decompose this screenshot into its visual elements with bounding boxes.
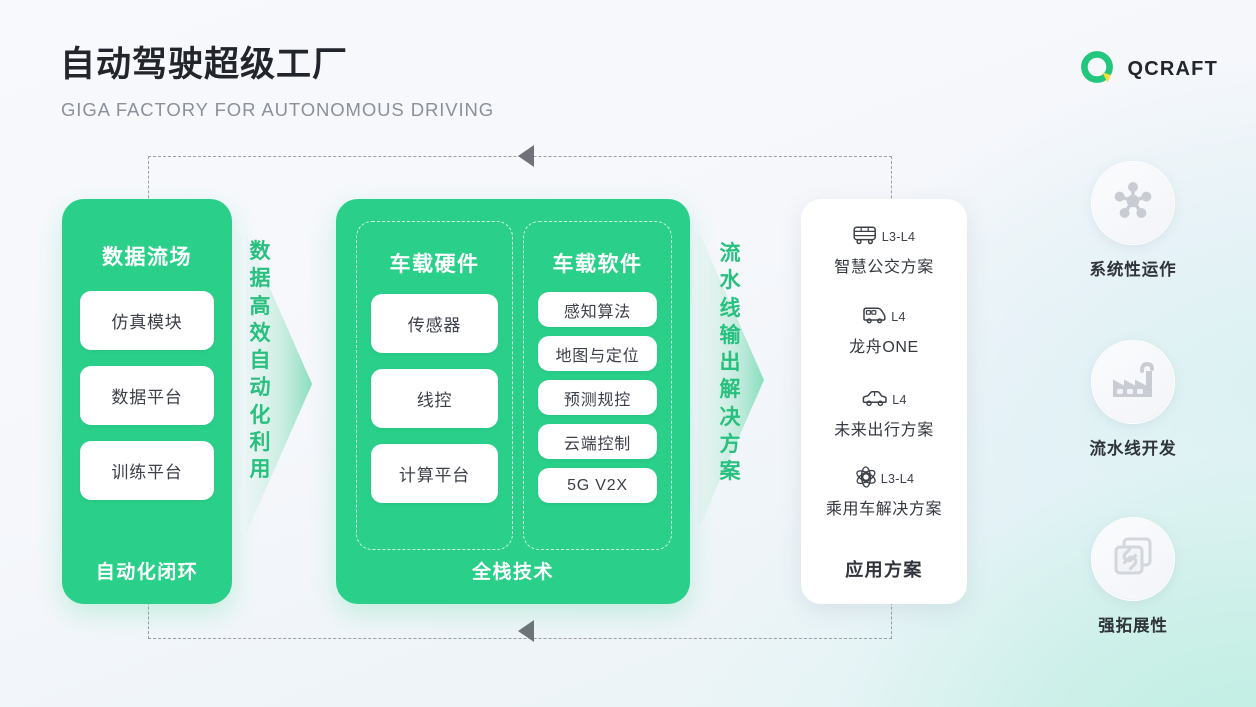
application-solutions-card[interactable]: L3-L4 智慧公交方案 L4 龙舟ONE <box>801 199 967 604</box>
list-item[interactable]: 训练平台 <box>80 441 214 500</box>
feature-pipeline-development[interactable]: 流水线开发 <box>1059 340 1207 459</box>
connector-left-label: 数 据 高 效 自 动 化 利 用 <box>243 238 277 484</box>
list-item[interactable]: 地图与定位 <box>538 336 657 371</box>
feature-label: 系统性运作 <box>1089 261 1177 279</box>
connector-left-char: 据 <box>249 267 271 291</box>
list-item[interactable]: 线控 <box>371 369 498 428</box>
list-item[interactable]: 预测规控 <box>538 380 657 415</box>
connector-left-char: 数 <box>249 240 271 263</box>
connector-right-char: 水 <box>719 269 741 293</box>
vehicle-hardware-title: 车载硬件 <box>389 253 480 276</box>
feature-icon-circle <box>1091 161 1175 245</box>
vehicle-software-title: 车载软件 <box>552 253 643 276</box>
vehicle-software-item-list: 感知算法 地图与定位 预测规控 云端控制 5G V2X <box>538 292 657 503</box>
list-item[interactable]: 云端控制 <box>538 424 657 459</box>
feature-label: 流水线开发 <box>1089 440 1177 458</box>
list-item[interactable]: 计算平台 <box>371 444 498 503</box>
application-solutions-footer: 应用方案 <box>845 560 923 580</box>
page-title: 自动驾驶超级工厂 <box>60 45 349 84</box>
brand-name: QCRAFT <box>1127 57 1218 80</box>
connector-right-label: 流 水 线 输 出 解 决 方 案 <box>713 240 747 486</box>
vehicle-hardware-group: 车载硬件 传感器 线控 计算平台 <box>356 221 513 550</box>
connector-right-char: 解 <box>719 378 741 402</box>
connector-right-char: 线 <box>719 296 741 320</box>
solution-label: 未来出行方案 <box>834 422 934 439</box>
data-field-item-list: 仿真模块 数据平台 训练平台 <box>80 291 214 500</box>
feature-icon-circle <box>1091 517 1175 601</box>
connector-right-char: 方 <box>719 433 741 457</box>
connector-left-char: 利 <box>249 431 271 455</box>
solution-label: 龙舟ONE <box>849 339 919 356</box>
feedback-arrow-top-icon <box>518 145 534 167</box>
network-hub-icon <box>1110 178 1156 229</box>
connector-left-char: 自 <box>249 349 271 373</box>
minibus-icon <box>862 305 888 330</box>
atom-icon <box>854 465 878 493</box>
data-field-title: 数据流场 <box>102 246 192 269</box>
connector-left-char: 效 <box>249 321 271 345</box>
linked-cards-icon <box>1110 534 1156 585</box>
feature-label: 强拓展性 <box>1098 617 1168 635</box>
connector-left-chevron-icon <box>240 234 318 534</box>
qcraft-q-icon <box>1080 50 1118 88</box>
connector-right-char: 决 <box>719 405 741 429</box>
data-field-footer: 自动化闭环 <box>95 562 199 583</box>
solution-item[interactable]: L4 龙舟ONE <box>801 305 967 357</box>
list-item[interactable]: 仿真模块 <box>80 291 214 350</box>
connector-right-char: 出 <box>719 351 741 375</box>
page-subtitle: GIGA FACTORY FOR AUTONOMOUS DRIVING <box>61 99 495 120</box>
solution-label: 智慧公交方案 <box>834 259 934 276</box>
factory-icon <box>1109 359 1157 406</box>
solution-item[interactable]: L4 未来出行方案 <box>801 388 967 440</box>
solution-level-badge: L4 <box>892 393 907 407</box>
solution-icon-row: L4 <box>801 305 967 329</box>
list-item[interactable]: 数据平台 <box>80 366 214 425</box>
solution-icon-row: L3-L4 <box>801 465 967 493</box>
solution-level-badge: L3-L4 <box>880 472 915 486</box>
brand-logo: QCRAFT <box>1080 50 1218 88</box>
vehicle-software-group: 车载软件 感知算法 地图与定位 预测规控 云端控制 5G V2X <box>523 221 672 550</box>
solution-level-badge: L4 <box>891 310 906 324</box>
connector-right-char: 输 <box>719 323 741 347</box>
solution-item[interactable]: L3-L4 乘用车解决方案 <box>801 465 967 519</box>
list-item[interactable]: 5G V2X <box>538 468 657 503</box>
full-stack-tech-panel[interactable]: 车载硬件 传感器 线控 计算平台 车载软件 感知算法 地图与定位 预测规控 云端… <box>336 199 690 604</box>
car-icon <box>861 388 889 413</box>
bus-icon <box>853 225 879 250</box>
connector-left-char: 动 <box>249 376 271 400</box>
solution-level-badge: L3-L4 <box>881 230 916 244</box>
vehicle-hardware-item-list: 传感器 线控 计算平台 <box>371 294 498 503</box>
connector-right-chevron-icon <box>692 230 770 530</box>
solution-icon-row: L4 <box>801 388 967 412</box>
connector-left-char: 用 <box>249 458 271 482</box>
data-field-panel[interactable]: 数据流场 仿真模块 数据平台 训练平台 自动化闭环 <box>62 199 232 604</box>
feature-systematic-operation[interactable]: 系统性运作 <box>1059 161 1207 280</box>
list-item[interactable]: 传感器 <box>371 294 498 353</box>
solution-item[interactable]: L3-L4 智慧公交方案 <box>801 225 967 277</box>
connector-right-char: 流 <box>719 242 741 265</box>
feature-icon-circle <box>1091 340 1175 424</box>
full-stack-tech-footer: 全栈技术 <box>471 562 554 583</box>
list-item[interactable]: 感知算法 <box>538 292 657 327</box>
solution-label: 乘用车解决方案 <box>825 501 943 518</box>
feature-extensibility[interactable]: 强拓展性 <box>1059 517 1207 636</box>
feedback-arrow-bottom-icon <box>518 620 534 642</box>
connector-right-char: 案 <box>719 460 741 484</box>
solution-icon-row: L3-L4 <box>801 225 967 249</box>
connector-left-char: 高 <box>249 294 271 318</box>
connector-left-char: 化 <box>249 403 271 427</box>
